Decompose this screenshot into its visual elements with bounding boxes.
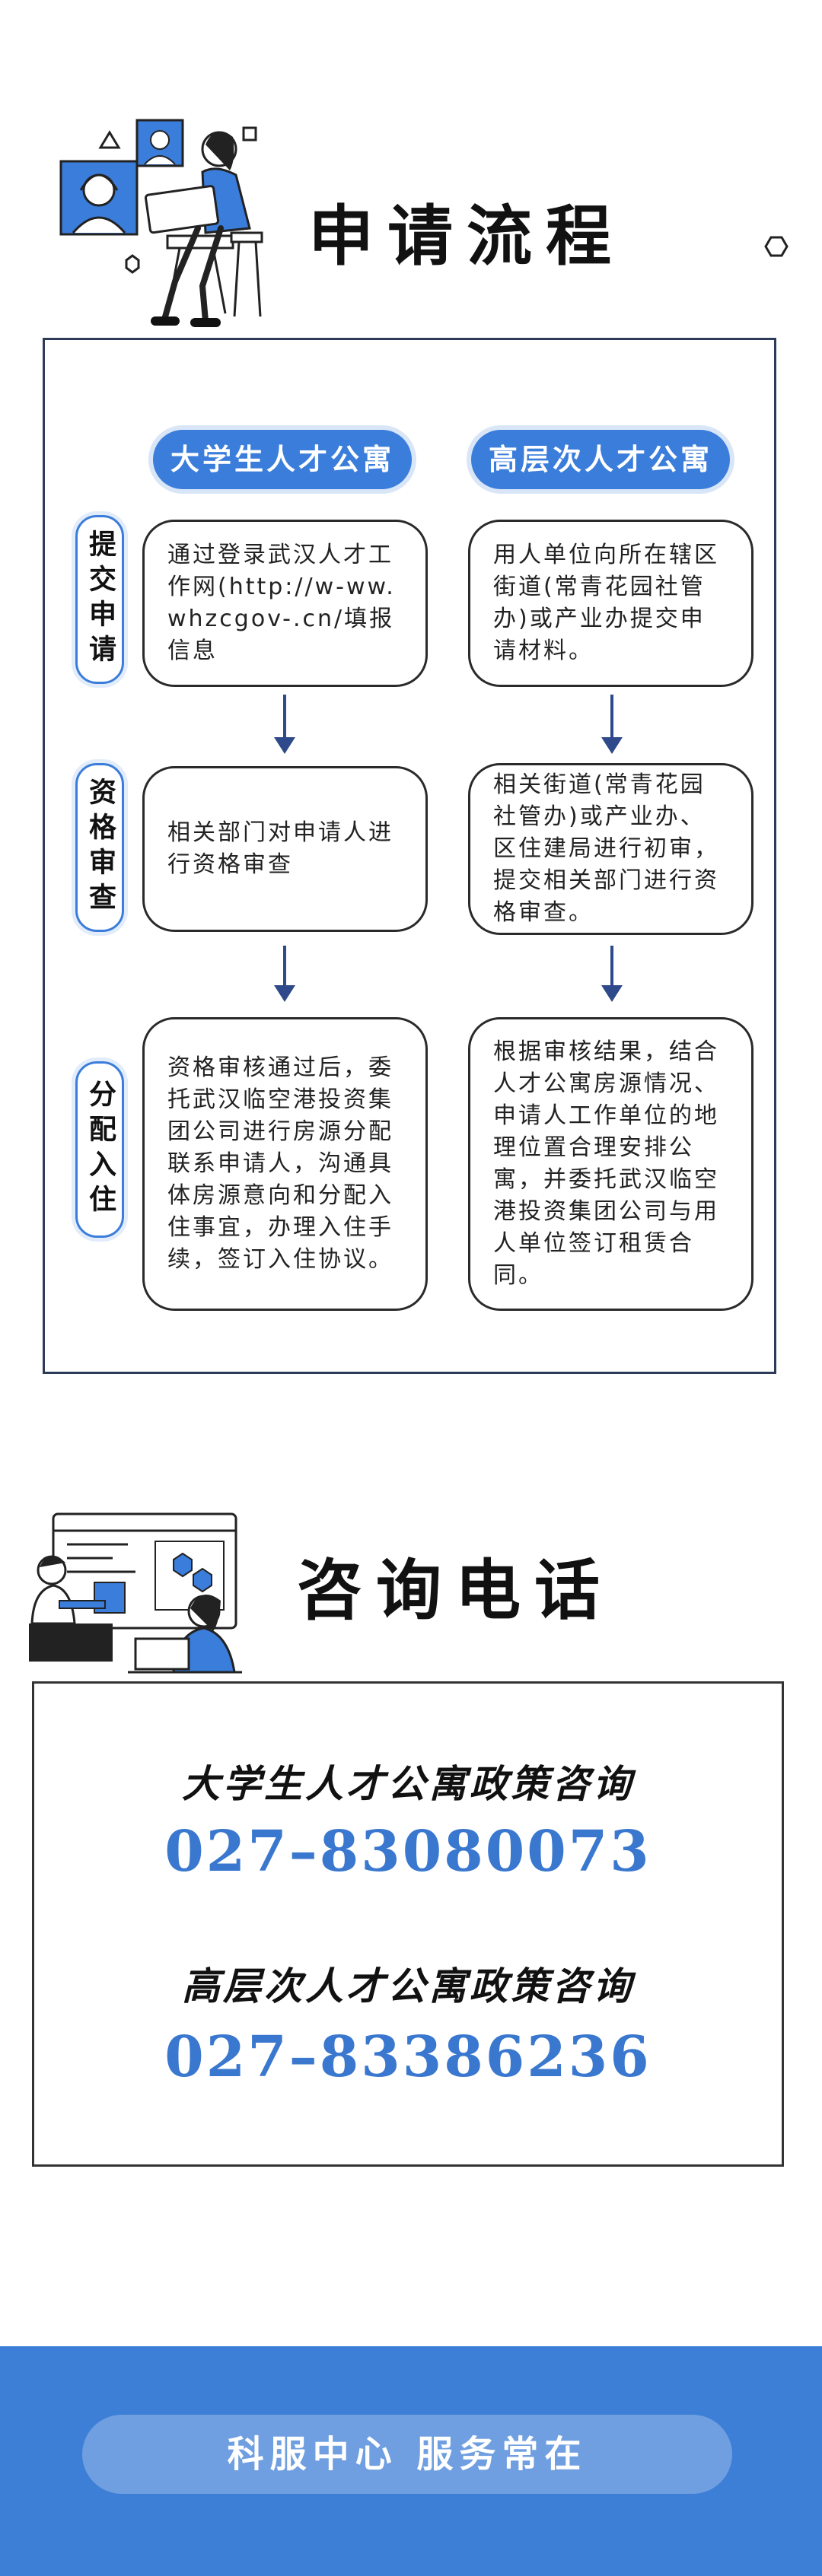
process-panel: 大学生人才公寓 高层次人才公寓 提交申请 资格审查 分配入住 通过登录武汉人才工… <box>43 338 776 1374</box>
process-section-title: 申请流程 <box>308 198 625 275</box>
contact-panel: 大学生人才公寓政策咨询 027–83080073 高层次人才公寓政策咨询 027… <box>32 1681 784 2167</box>
stage-label-allocate: 分配入住 <box>75 1061 124 1238</box>
arrow-down-icon <box>601 946 623 1002</box>
people-working-illustration <box>59 119 263 327</box>
step-university-review: 相关部门对申请人进行资格审查 <box>142 766 428 932</box>
category-university: 大学生人才公寓 <box>153 430 412 489</box>
footer-slogan: 科服中心 服务常在 <box>82 2415 732 2494</box>
category-high-level: 高层次人才公寓 <box>471 430 730 489</box>
arrow-down-icon <box>601 695 623 754</box>
step-university-allocate: 资格审核通过后，委托武汉临空港投资集团公司进行房源分配联系申请人，沟通具体房源意… <box>142 1017 428 1311</box>
stage-label-submit: 提交申请 <box>75 515 124 684</box>
arrow-down-icon <box>274 695 295 754</box>
arrow-down-icon <box>274 946 295 1002</box>
phone-university[interactable]: 027–83080073 <box>164 1819 652 1884</box>
step-high-level-review: 相关街道(常青花园社管办)或产业办、区住建局进行初审，提交相关部门进行资格审查。 <box>468 763 754 935</box>
triangle-shape <box>98 130 121 149</box>
contact-section-title: 咨询电话 <box>297 1552 613 1629</box>
step-university-submit: 通过登录武汉人才工作网(http://w-ww.whzcgov-.cn/填报信息 <box>142 520 428 687</box>
stage-label-review: 资格审查 <box>75 763 124 932</box>
contact-label-university: 大学生人才公寓政策咨询 <box>182 1762 634 1806</box>
consultation-illustration <box>29 1512 242 1674</box>
step-high-level-allocate: 根据审核结果，结合人才公寓房源情况、申请人工作单位的地理位置合理安排公寓，并委托… <box>468 1017 754 1311</box>
hexagon-decoration-icon <box>764 236 789 257</box>
footer-banner: 科服中心 服务常在 <box>0 2346 822 2576</box>
step-high-level-submit: 用人单位向所在辖区街道(常青花园社管办)或产业办提交申请材料。 <box>468 520 754 687</box>
contact-label-high-level: 高层次人才公寓政策咨询 <box>182 1964 634 2008</box>
phone-high-level[interactable]: 027–83386236 <box>164 2024 652 2090</box>
